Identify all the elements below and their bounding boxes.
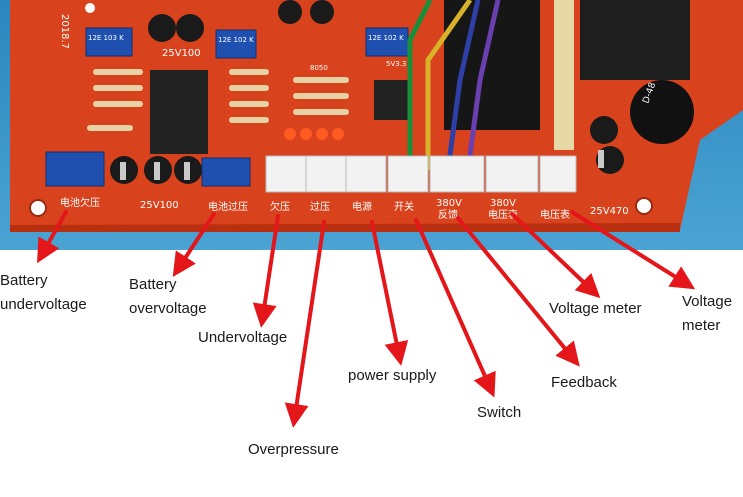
mark-cap-1: 25V100 (162, 48, 201, 59)
mark-trim-a: 12E 103 K (88, 34, 124, 42)
label-voltage-meter-2: Voltage meter (682, 293, 733, 334)
resistor-group (87, 69, 349, 131)
arrow-voltage-meter-1 (510, 212, 601, 299)
connector-row (265, 155, 577, 193)
label-voltage-meter-1: Voltage meter (549, 300, 642, 317)
arrow-undervoltage (252, 214, 280, 328)
arrow-battery-undervoltage (37, 210, 68, 264)
silk-switch: 开关 (394, 200, 414, 213)
white-background (0, 250, 743, 497)
arrow-voltage-meter-2 (570, 210, 696, 290)
silk-under: 欠压 (270, 200, 290, 213)
annotation-arrows (37, 210, 696, 428)
trimmer-group (45, 27, 409, 187)
wire-bundle (407, 0, 501, 171)
silk-volt-meter-2: 电压表 (540, 208, 570, 221)
silk-battery-under: 电池欠压 (60, 196, 100, 209)
silk-380v-b: 380V (490, 198, 516, 209)
label-overpressure: Overpressure (248, 441, 339, 458)
inductor (630, 80, 694, 144)
silk-25v470: 25V470 (590, 206, 629, 217)
ic-chip (150, 70, 208, 154)
silk-25v100: 25V100 (140, 200, 179, 211)
arrow-switch (414, 218, 496, 398)
mark-trim-b: 12E 102 K (218, 36, 254, 44)
mark-ic: 8050 (310, 64, 328, 72)
arrow-feedback (456, 216, 580, 367)
silk-power: 电源 (352, 200, 372, 213)
arrow-battery-overvoltage (172, 212, 216, 278)
mark-trim-c: 12E 102 K (368, 34, 404, 42)
silk-volt-meter: 电压表 (488, 208, 518, 221)
label-switch: Switch (477, 404, 522, 421)
silk-feedback: 反馈 (438, 208, 458, 221)
arrow-overpressure (284, 220, 326, 428)
mark-regulator: 5V3.3 (386, 60, 406, 68)
label-power-supply: power supply (348, 367, 437, 384)
board-year: 2018.7 (59, 14, 70, 49)
silk-380v: 380V (436, 198, 462, 209)
label-battery-undervoltage: Battery undervoltage (0, 272, 87, 313)
silk-battery-over: 电池过压 (208, 200, 248, 213)
label-feedback: Feedback (551, 374, 617, 391)
label-undervoltage: Undervoltage (198, 329, 288, 346)
silk-over: 过压 (310, 200, 330, 213)
label-battery-overvoltage: Battery overvoltage (129, 276, 207, 317)
arrow-power-supply (370, 220, 409, 366)
